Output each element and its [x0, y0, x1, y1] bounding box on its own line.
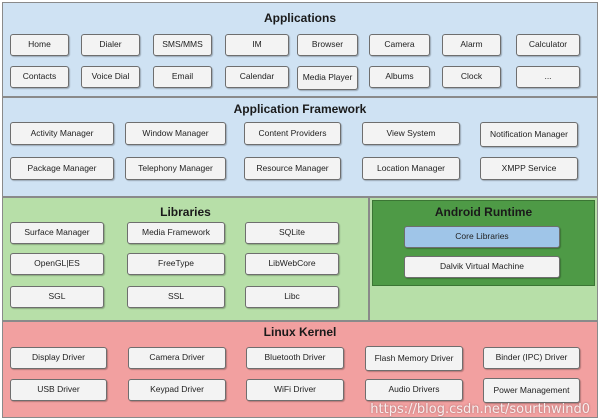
- framework-title: Application Framework: [233, 102, 367, 116]
- applications-title: Applications: [263, 11, 336, 25]
- linux-kernel-title: Linux Kernel: [263, 325, 337, 339]
- app-home: Home: [10, 34, 69, 56]
- app-email: Email: [153, 66, 212, 88]
- lib-libwebcore: LibWebCore: [245, 253, 339, 275]
- lib-sgl: SGL: [10, 286, 104, 308]
- rt-dalvik-vm: Dalvik Virtual Machine: [404, 256, 560, 278]
- app-calculator: Calculator: [516, 34, 580, 56]
- app-camera: Camera: [369, 34, 430, 56]
- app-calendar: Calendar: [225, 66, 289, 88]
- lib-media-framework: Media Framework: [127, 222, 225, 244]
- kn-usb-driver: USB Driver: [10, 379, 107, 401]
- lib-ssl: SSL: [127, 286, 225, 308]
- fw-activity-manager: Activity Manager: [10, 122, 114, 145]
- libraries-title: Libraries: [160, 205, 211, 219]
- app-alarm: Alarm: [442, 34, 501, 56]
- app-clock: Clock: [442, 66, 501, 88]
- app-browser: Browser: [297, 34, 358, 56]
- fw-view-system: View System: [362, 122, 460, 145]
- kn-display-driver: Display Driver: [10, 347, 107, 369]
- lib-sqlite: SQLite: [245, 222, 339, 244]
- fw-resource-manager: Resource Manager: [244, 157, 341, 180]
- kn-bluetooth-driver: Bluetooth Driver: [246, 347, 344, 369]
- kn-keypad-driver: Keypad Driver: [128, 379, 226, 401]
- fw-window-manager: Window Manager: [125, 122, 226, 145]
- app-media-player: Media Player: [297, 66, 358, 90]
- fw-telephony-manager: Telephony Manager: [125, 157, 226, 180]
- lib-freetype: FreeType: [127, 253, 225, 275]
- lib-libc: Libc: [245, 286, 339, 308]
- app-more: ...: [516, 66, 580, 88]
- watermark-text: https://blog.csdn.net/sourthwind0: [370, 402, 590, 417]
- fw-notification-manager: Notification Manager: [480, 122, 578, 147]
- app-contacts: Contacts: [10, 66, 69, 88]
- fw-content-providers: Content Providers: [244, 122, 341, 145]
- kn-flash-memory-driver: Flash Memory Driver: [365, 346, 463, 371]
- lib-surface-manager: Surface Manager: [10, 222, 104, 244]
- android-runtime-title: Android Runtime: [434, 205, 533, 219]
- kn-binder-ipc-driver: Binder (IPC) Driver: [483, 347, 580, 369]
- fw-xmpp-service: XMPP Service: [480, 157, 578, 180]
- app-albums: Albums: [369, 66, 430, 88]
- framework-layer: Application Framework: [2, 97, 598, 197]
- kn-power-management: Power Management: [483, 378, 580, 403]
- kn-audio-drivers: Audio Drivers: [365, 379, 463, 401]
- fw-package-manager: Package Manager: [10, 157, 114, 180]
- rt-core-libraries: Core Libraries: [404, 226, 560, 248]
- app-im: IM: [225, 34, 289, 56]
- fw-location-manager: Location Manager: [362, 157, 460, 180]
- lib-opengl-es: OpenGL|ES: [10, 253, 104, 275]
- app-dialer: Dialer: [81, 34, 140, 56]
- app-voice-dial: Voice Dial: [81, 66, 140, 88]
- app-sms-mms: SMS/MMS: [153, 34, 212, 56]
- kn-wifi-driver: WiFi Driver: [246, 379, 344, 401]
- kn-camera-driver: Camera Driver: [128, 347, 226, 369]
